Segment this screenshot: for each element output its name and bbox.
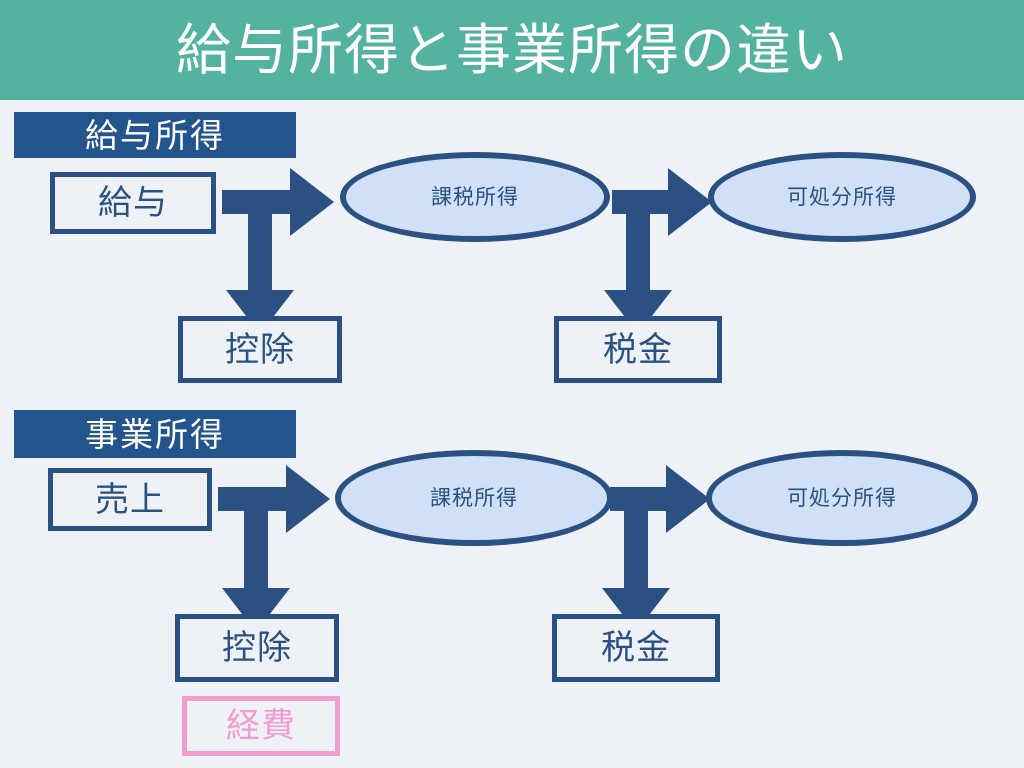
section-badge-label: 事業所得 [85,415,225,453]
node-business-deduction[interactable]: 控除 [175,614,339,682]
section-badge-label: 給与所得 [85,116,225,154]
node-salary-disposable-income[interactable]: 可処分所得 [708,152,976,242]
arrow-down-icon [602,487,670,632]
node-label: 可処分所得 [787,486,897,510]
node-salary-tax[interactable]: 税金 [554,316,722,383]
node-label: 課税所得 [431,185,519,209]
node-business-taxable-income[interactable]: 課税所得 [335,450,613,546]
node-label: 控除 [222,629,292,667]
section-badge-business-income: 事業所得 [14,410,296,458]
section-badge-salary-income: 給与所得 [14,112,296,158]
node-salary-source[interactable]: 給与 [50,172,216,234]
node-label: 税金 [601,629,671,667]
arrow-down-icon [604,190,672,334]
page-title: 給与所得と事業所得の違い [175,18,848,81]
node-label: 可処分所得 [787,185,897,209]
arrow-right-icon [218,465,330,533]
node-label: 控除 [225,330,295,369]
node-business-expenses[interactable]: 経費 [182,696,340,756]
node-label: 経費 [226,707,296,745]
node-business-source[interactable]: 売上 [48,468,212,531]
node-label: 売上 [95,480,165,519]
arrow-down-icon [226,190,294,334]
title-band: 給与所得と事業所得の違い [0,0,1024,100]
node-salary-deduction[interactable]: 控除 [178,316,342,383]
node-salary-taxable-income[interactable]: 課税所得 [340,152,610,242]
arrow-down-icon [222,487,290,632]
arrow-right-icon [610,465,710,533]
node-label: 給与 [98,184,168,222]
arrow-right-icon [222,168,334,236]
node-label: 税金 [603,330,673,369]
node-business-disposable-income[interactable]: 可処分所得 [706,450,978,546]
node-business-tax[interactable]: 税金 [552,614,720,682]
node-label: 課税所得 [430,486,518,510]
arrow-right-icon [612,168,712,236]
